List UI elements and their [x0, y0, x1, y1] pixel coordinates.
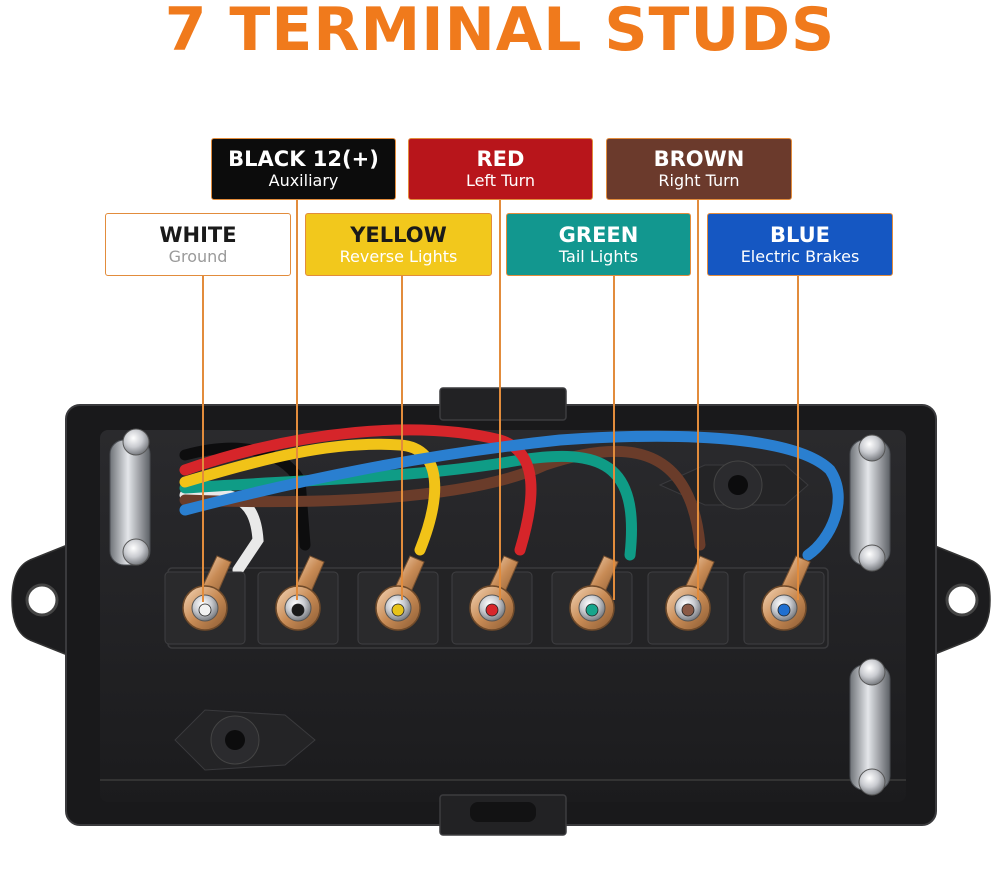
cable-clamp-left: [109, 428, 151, 566]
label-yellow-name: YELLOW: [350, 222, 447, 247]
mounting-ear-left: [11, 538, 81, 662]
wire-bundle: [179, 424, 844, 576]
label-white: WHITE Ground: [105, 213, 291, 276]
stud-green: [551, 555, 633, 645]
leader-lines: [202, 200, 799, 602]
mounting-ear-right: [919, 538, 991, 662]
label-blue-name: BLUE: [769, 222, 831, 247]
stud-indicator-white: [198, 603, 212, 617]
cable-clamp-right-upper: [849, 434, 891, 572]
label-green: GREEN Tail Lights: [506, 213, 691, 276]
label-red-name: RED: [476, 147, 525, 171]
stud-white: [164, 555, 246, 645]
top-tab: [439, 387, 567, 421]
label-black: BLACK 12(+) Auxiliary: [211, 138, 396, 200]
label-red: RED Left Turn: [408, 138, 593, 200]
label-blue-function: Electric Brakes: [740, 246, 860, 266]
stud-indicator-green: [585, 603, 599, 617]
stud-indicator-blue: [777, 603, 791, 617]
wire-yellow: [179, 438, 441, 556]
cable-clamp-right-lower: [849, 658, 891, 796]
stud-indicator-yellow: [391, 603, 405, 617]
label-yellow: YELLOW Reverse Lights: [305, 213, 492, 276]
label-red-function: Left Turn: [465, 171, 536, 190]
stud-indicator-red: [485, 603, 499, 617]
label-brown-name: BROWN: [653, 147, 745, 171]
stud-red: [451, 555, 533, 645]
stud-black: [257, 555, 339, 645]
label-black-function: Auxiliary: [268, 171, 339, 190]
stud-blue: [743, 555, 825, 645]
wire-red: [179, 424, 537, 556]
label-brown-function: Right Turn: [658, 171, 740, 190]
label-green-name: GREEN: [558, 222, 639, 247]
label-brown: BROWN Right Turn: [606, 138, 792, 200]
stud-indicator-brown: [681, 603, 695, 617]
label-yellow-function: Reverse Lights: [339, 246, 458, 266]
label-white-name: WHITE: [159, 222, 237, 247]
mounting-boss-left: [174, 709, 316, 771]
label-blue: BLUE Electric Brakes: [707, 213, 893, 276]
label-green-function: Tail Lights: [558, 246, 639, 266]
stud-yellow: [357, 555, 439, 645]
label-white-function: Ground: [168, 246, 228, 266]
stud-indicator-black: [291, 603, 305, 617]
page-title: 7 TERMINAL STUDS: [164, 0, 836, 65]
wire-blue: [179, 430, 844, 561]
label-black-name: BLACK 12(+): [228, 147, 379, 171]
